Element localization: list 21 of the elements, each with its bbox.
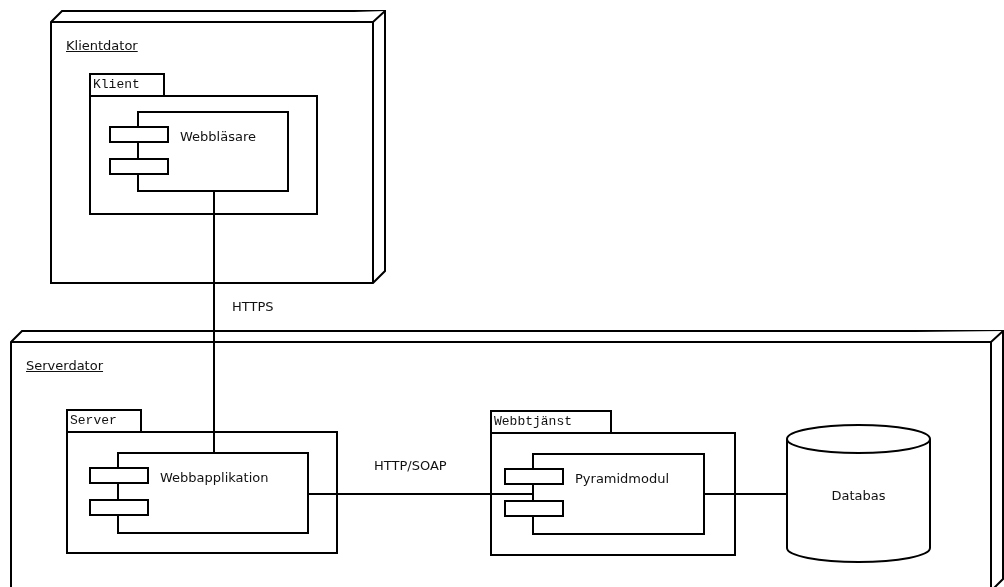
node-name: Klientdator — [66, 38, 138, 54]
package-name: Webbtjänst — [494, 414, 572, 430]
package-frame — [66, 409, 338, 554]
component-name: Pyramidmodul — [575, 471, 670, 487]
device-node — [10, 330, 1004, 587]
connector-line — [213, 191, 215, 453]
package-name: Server — [70, 413, 117, 429]
node-name: Serverdator — [26, 358, 104, 374]
connector-line — [308, 493, 534, 495]
edge-label: HTTP/SOAP — [372, 458, 449, 474]
component-box — [504, 453, 705, 535]
package-name: Klient — [93, 77, 140, 93]
connector-line — [704, 493, 787, 495]
package-frame — [89, 73, 318, 215]
component-name: Webbapplikation — [160, 470, 269, 486]
component-name: Webbläsare — [180, 129, 256, 145]
component-box — [89, 452, 309, 534]
component-name: Databas — [830, 488, 887, 504]
device-node — [50, 10, 386, 284]
package-frame — [490, 410, 736, 556]
component-box — [109, 111, 289, 192]
